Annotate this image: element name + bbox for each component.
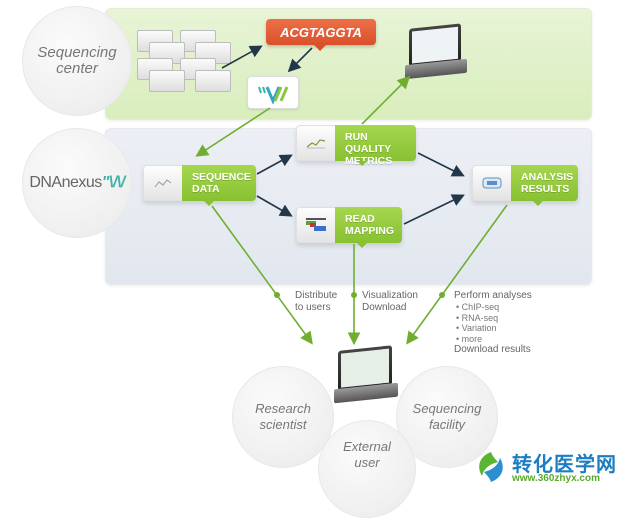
external-user-label: External user (343, 439, 391, 470)
research-scientist-label: Research scientist (255, 401, 311, 432)
step-sequence-data[interactable]: SEQUENCE DATA (143, 165, 256, 206)
arrow-distribute (211, 205, 313, 345)
perform-item: • ChIP-seq (456, 302, 500, 312)
sequence-data-label-1: SEQUENCE (192, 171, 251, 183)
arrow-dot (439, 292, 445, 298)
arrow-rqm-to-analysis (417, 152, 465, 177)
arrow-dot (274, 292, 280, 298)
run-quality-label-1: RUN QUALITY (345, 131, 392, 155)
arrow-dot (351, 292, 357, 298)
arrow-read-to-analysis (403, 194, 465, 225)
arrow-rqm-to-laptop (361, 75, 411, 125)
sequencer-icon (195, 70, 231, 92)
read-mapping-icon (296, 207, 335, 243)
sequence-data-label-2: DATA (192, 183, 220, 195)
sequencing-facility-label: Sequencing facility (412, 401, 482, 432)
flow-arrows (195, 45, 508, 346)
perform-item: • RNA-seq (456, 312, 499, 323)
sequence-data-icon (143, 165, 182, 201)
sequence-read-bubble: ACGTAGGTA (266, 19, 376, 51)
read-mapping-label-2: MAPPING (345, 225, 395, 237)
dnanexus-mark-box (247, 76, 299, 109)
distribute-line-1: Distribute (295, 290, 338, 301)
arrow-sequencers-to-bubble (221, 45, 263, 69)
sequencing-facility-circle: Sequencing facility (396, 366, 498, 468)
distribute-note: Distribute to users (295, 290, 337, 314)
arrow-seq-to-rqm (256, 154, 293, 175)
watermark-url: www.360zhyx.com (512, 473, 600, 484)
arrow-bubble-to-logo (287, 47, 313, 73)
step-analysis-results[interactable]: ANALYSIS RESULTS (472, 165, 578, 206)
perform-footer: Download results (454, 344, 531, 355)
watermark: 转化医学网 www.360zhyx.com (474, 448, 634, 488)
dnanexus-mark-icon (258, 85, 289, 104)
dnanexus-logo-mark: "\/\/ (101, 174, 125, 191)
watermark-title: 转化医学网 (512, 452, 617, 476)
read-mapping-label-1: READ (345, 213, 375, 225)
dnanexus-circle: DNAnexus"\/\/ (22, 128, 132, 238)
step-read-mapping[interactable]: READ MAPPING (296, 207, 402, 248)
sequencing-center-circle: Sequencing center (22, 6, 132, 116)
dnanexus-logo: DNAnexus"\/\/ (29, 174, 125, 192)
watermark-logo-icon (479, 452, 503, 482)
step-run-quality-metrics[interactable]: RUN QUALITY METRICS (296, 125, 416, 167)
user-laptop-icon (334, 345, 398, 410)
analysis-results-icon (472, 165, 511, 201)
sequencer-machines (135, 24, 240, 94)
visualization-line-1: Visualization (362, 290, 418, 301)
arrow-perform (406, 204, 508, 345)
perform-note: Perform analyses • ChIP-seq • RNA-seq • … (454, 290, 532, 356)
sequencer-icon (149, 70, 185, 92)
research-scientist-circle: Research scientist (232, 366, 334, 468)
visualization-note: Visualization Download (362, 290, 418, 314)
arrow-seq-to-read (256, 195, 293, 217)
quality-metrics-icon (296, 125, 335, 161)
analysis-results-label-1: ANALYSIS (521, 171, 574, 183)
perform-item: • more (456, 333, 483, 344)
perform-item: • Variation (456, 323, 497, 333)
perform-title: Perform analyses (454, 290, 532, 301)
arrow-logo-to-seq (195, 107, 271, 157)
visualization-line-2: Download (362, 302, 407, 313)
external-user-circle: External user (318, 420, 416, 518)
dnanexus-logo-text: DNAnexus (29, 174, 102, 191)
sequencing-center-label: Sequencing center (37, 44, 117, 77)
analysis-results-label-2: RESULTS (521, 183, 570, 195)
distribute-line-2: to users (295, 302, 331, 313)
